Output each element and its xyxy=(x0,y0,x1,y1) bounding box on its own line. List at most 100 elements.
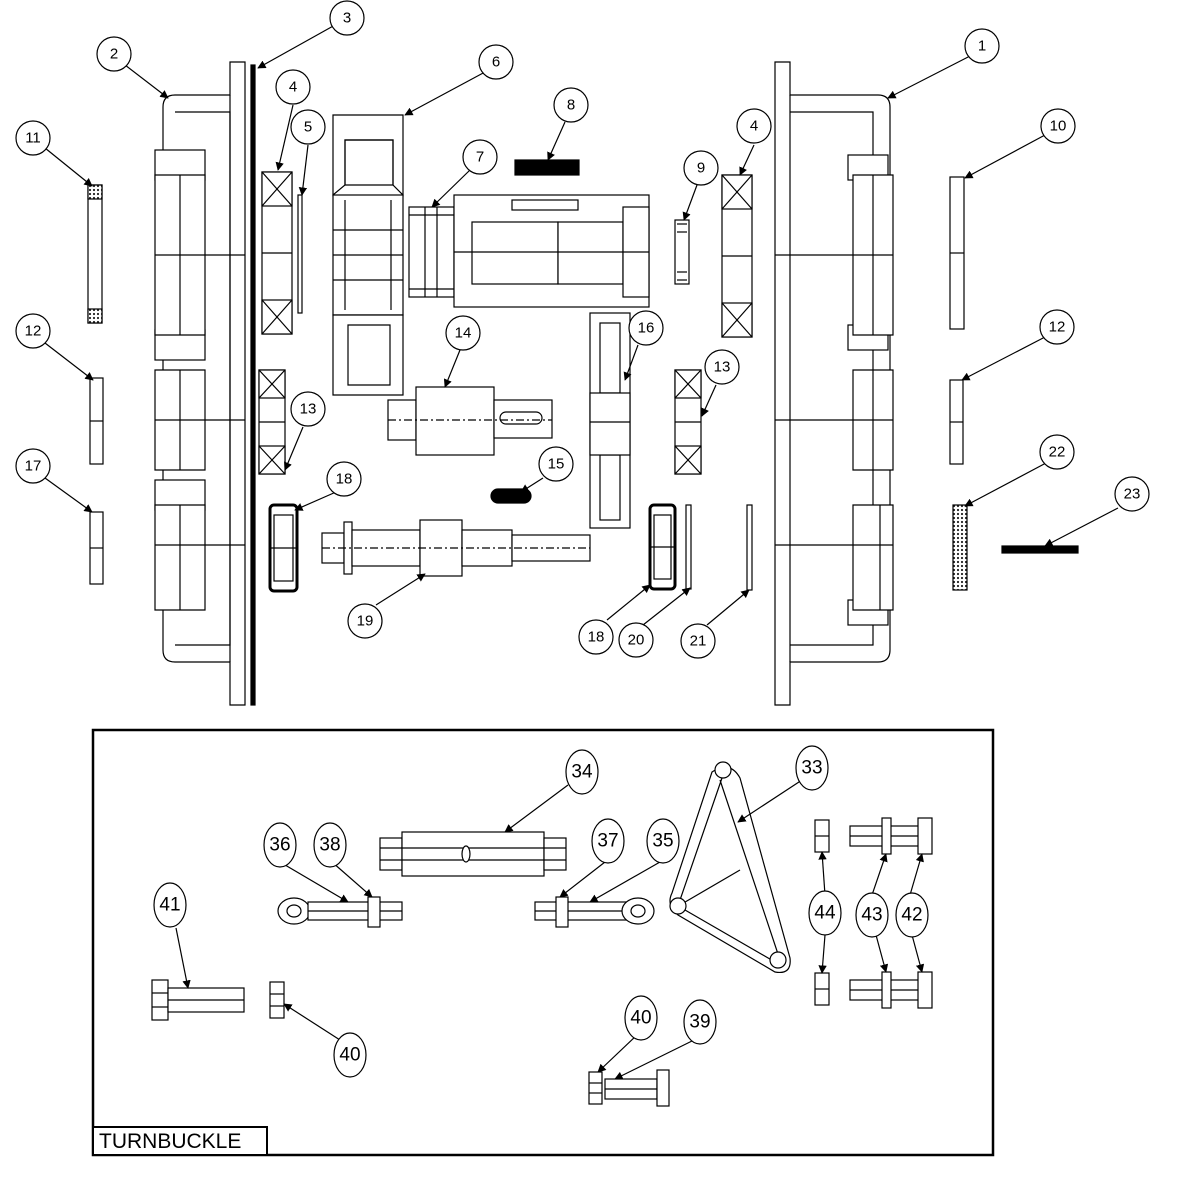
ring-21 xyxy=(746,504,753,591)
inset-label: TURNBUCKLE xyxy=(99,1130,241,1153)
triangle-plate-33 xyxy=(669,761,791,974)
callout-5: 5 xyxy=(290,109,326,145)
callout-19: 19 xyxy=(347,603,383,639)
bearing-13-right xyxy=(674,369,702,475)
seal-11 xyxy=(87,184,103,324)
svg-text:42: 42 xyxy=(901,905,922,926)
shaft-7 xyxy=(408,194,650,308)
svg-text:33: 33 xyxy=(801,758,822,779)
shaft-14 xyxy=(387,386,553,456)
callout-15: 15 xyxy=(538,446,574,482)
callout-10: 10 xyxy=(1040,108,1076,144)
callout-38: 38 xyxy=(313,822,347,868)
svg-text:41: 41 xyxy=(159,895,180,916)
svg-text:18: 18 xyxy=(588,629,605,646)
callout-13-right: 13 xyxy=(704,349,740,385)
gear-6 xyxy=(332,114,404,396)
left-housing xyxy=(154,61,246,706)
callout-21: 21 xyxy=(680,623,716,659)
callout-4-right: 4 xyxy=(736,108,772,144)
callout-2: 2 xyxy=(96,36,132,72)
callout-41: 41 xyxy=(153,882,187,928)
svg-text:4: 4 xyxy=(750,118,758,135)
svg-text:14: 14 xyxy=(455,325,472,342)
svg-text:17: 17 xyxy=(25,458,42,475)
callout-1: 1 xyxy=(964,28,1000,64)
callout-17: 17 xyxy=(15,448,51,484)
callout-40-right: 40 xyxy=(624,995,658,1041)
svg-text:23: 23 xyxy=(1124,486,1141,503)
svg-text:37: 37 xyxy=(597,831,618,852)
key-23 xyxy=(1001,545,1079,554)
callout-34: 34 xyxy=(565,749,599,795)
svg-text:34: 34 xyxy=(571,762,593,783)
bolt-42-bottom xyxy=(849,971,933,1009)
svg-text:35: 35 xyxy=(652,831,673,852)
gasket xyxy=(250,64,256,706)
coupling-9 xyxy=(674,219,690,285)
svg-text:10: 10 xyxy=(1050,118,1067,135)
callout-14: 14 xyxy=(445,315,481,351)
callout-9: 9 xyxy=(683,150,719,186)
svg-text:39: 39 xyxy=(689,1012,710,1033)
shaft-19 xyxy=(321,519,591,577)
nut-40-left xyxy=(269,981,285,1019)
callout-18-right: 18 xyxy=(578,619,614,655)
svg-text:44: 44 xyxy=(814,903,836,924)
svg-text:20: 20 xyxy=(628,632,645,649)
svg-text:16: 16 xyxy=(638,320,655,337)
nut-38 xyxy=(367,896,381,928)
svg-text:43: 43 xyxy=(861,905,882,926)
svg-text:40: 40 xyxy=(339,1045,360,1066)
callout-13-left: 13 xyxy=(290,391,326,427)
bearing-18-right xyxy=(648,503,677,591)
bearing-4-left xyxy=(261,171,293,335)
callout-8: 8 xyxy=(553,87,589,123)
svg-text:3: 3 xyxy=(343,10,351,27)
seal-10 xyxy=(949,176,965,330)
svg-text:36: 36 xyxy=(269,835,290,856)
gear-16 xyxy=(589,312,631,529)
svg-text:22: 22 xyxy=(1049,444,1066,461)
callout-4-left: 4 xyxy=(275,69,311,105)
svg-text:18: 18 xyxy=(336,471,353,488)
svg-text:5: 5 xyxy=(304,119,312,136)
callout-33: 33 xyxy=(795,745,829,791)
svg-text:9: 9 xyxy=(697,160,705,177)
nut-37 xyxy=(555,896,569,928)
callout-3: 3 xyxy=(329,0,365,36)
bearing-4-right xyxy=(721,174,753,338)
turnbuckle-body-34 xyxy=(379,831,567,877)
bolt-39 xyxy=(588,1069,670,1107)
callout-42: 42 xyxy=(895,892,929,938)
ring-22 xyxy=(952,504,968,591)
callout-43: 43 xyxy=(855,892,889,938)
svg-text:1: 1 xyxy=(978,38,986,55)
svg-text:6: 6 xyxy=(492,54,500,71)
key-8 xyxy=(514,159,580,176)
svg-text:11: 11 xyxy=(25,130,41,147)
svg-text:4: 4 xyxy=(289,79,297,96)
bearing-13-left xyxy=(258,369,286,475)
bolt-41 xyxy=(151,979,245,1021)
svg-text:2: 2 xyxy=(110,46,118,63)
callout-39: 39 xyxy=(683,999,717,1045)
svg-text:19: 19 xyxy=(357,613,374,630)
callout-40-left: 40 xyxy=(333,1032,367,1078)
svg-text:12: 12 xyxy=(25,323,42,340)
callout-12-right: 12 xyxy=(1039,309,1075,345)
turnbuckle-inset: TURNBUCKLE xyxy=(91,728,995,1157)
callout-16: 16 xyxy=(628,310,664,346)
svg-text:13: 13 xyxy=(300,401,317,418)
callout-44: 44 xyxy=(808,890,842,936)
snap-ring-5 xyxy=(297,194,303,314)
callout-18-left: 18 xyxy=(326,461,362,497)
eye-bolt-35 xyxy=(534,897,655,925)
callout-36: 36 xyxy=(263,822,297,868)
callout-12-left: 12 xyxy=(15,313,51,349)
callout-6: 6 xyxy=(478,44,514,80)
callout-20: 20 xyxy=(618,622,654,658)
callout-7: 7 xyxy=(462,139,498,175)
svg-text:8: 8 xyxy=(567,97,575,114)
callout-22: 22 xyxy=(1039,434,1075,470)
